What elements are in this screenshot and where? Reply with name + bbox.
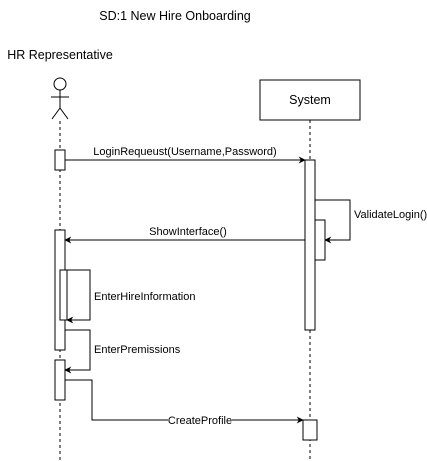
show-interface-label: ShowInterface() — [149, 226, 227, 238]
actor-activation-3 — [59, 269, 68, 321]
validate-login-label: ValidateLogin() — [354, 209, 427, 221]
system-header-box — [259, 79, 361, 121]
create-profile-label: CreateProfile — [168, 415, 232, 427]
system-activation-2 — [314, 219, 326, 261]
enter-permissions-label: EnterPremissions — [94, 344, 181, 356]
diagram-title: SD:1 New Hire Onboarding — [99, 9, 251, 23]
system-activation-3 — [302, 419, 318, 441]
system-label: System — [289, 93, 331, 107]
actor-stick-figure — [51, 77, 69, 120]
enter-permissions-arrow — [64, 329, 91, 374]
actor-activation-1 — [54, 149, 66, 171]
login-request-label: LoginRequeust(Username,Password) — [93, 146, 276, 158]
actor-label: HR Representative — [7, 48, 113, 62]
system-activation-1 — [304, 159, 316, 331]
enter-hire-info-arrow — [65, 269, 91, 324]
enter-hire-info-label: EnterHireInformation — [94, 291, 196, 303]
actor-activation-4 — [54, 359, 66, 401]
create-profile-label-bg — [168, 413, 232, 427]
validate-login-arrow — [315, 199, 351, 244]
